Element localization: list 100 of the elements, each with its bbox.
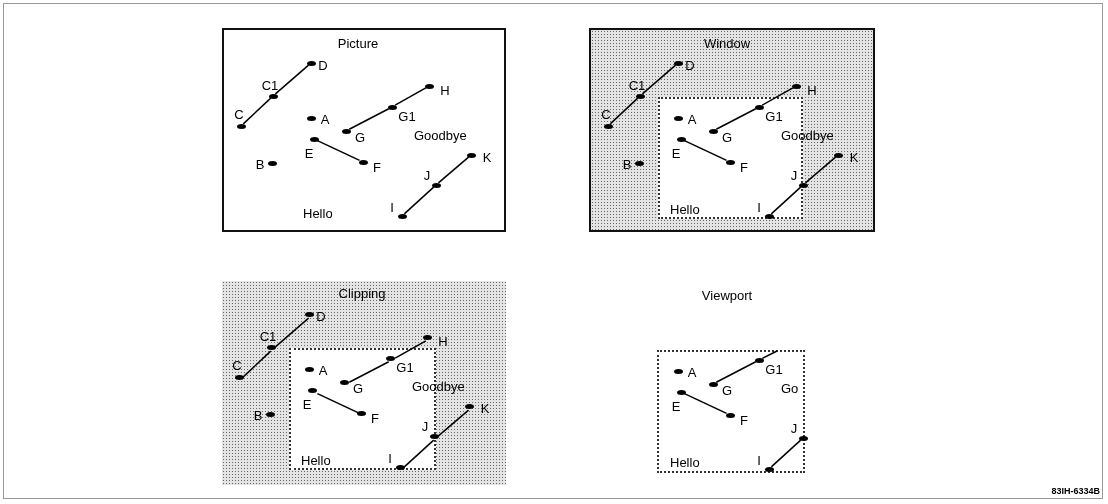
line-segment: [770, 186, 802, 215]
word-label: Hello: [303, 206, 333, 220]
point-label: A: [687, 365, 697, 379]
point-dot: [356, 410, 366, 416]
point-label: G1: [765, 109, 783, 123]
point-label: D: [318, 58, 328, 72]
panel-title: Picture: [337, 36, 379, 50]
point-dot: [395, 464, 405, 470]
point-label: F: [371, 411, 379, 425]
line-segment: [761, 350, 778, 360]
point-label: H: [440, 83, 450, 97]
panel-title: Viewport: [701, 288, 753, 302]
point-dot: [833, 152, 843, 158]
point-label: C1: [261, 78, 279, 92]
point-dot: [725, 159, 735, 165]
line-segment: [683, 139, 728, 162]
point-label: D: [685, 58, 695, 72]
line-segment: [770, 439, 802, 468]
line-segment: [394, 87, 427, 106]
point-label: K: [482, 150, 492, 164]
point-label: G: [721, 130, 733, 144]
point-dot: [764, 213, 774, 219]
point-dot: [265, 411, 275, 417]
point-dot: [309, 136, 319, 142]
point-label: G: [352, 381, 364, 395]
line-segment: [437, 156, 470, 184]
word-label: Go: [781, 381, 799, 395]
point-dot: [339, 379, 349, 385]
point-label: G1: [396, 360, 414, 374]
word-label: Goodbye: [414, 128, 467, 142]
point-dot: [791, 83, 801, 89]
line-segment: [683, 392, 728, 415]
point-label: G: [354, 130, 366, 144]
point-dot: [634, 160, 644, 166]
point-label: D: [316, 309, 326, 323]
point-dot: [397, 213, 407, 219]
point-label: A: [320, 112, 330, 126]
line-segment: [274, 317, 310, 348]
point-dot: [341, 128, 351, 134]
point-dot: [708, 381, 718, 387]
line-segment: [403, 439, 435, 468]
point-dot: [306, 115, 316, 121]
point-dot: [268, 93, 278, 99]
window-panel: [589, 28, 875, 232]
word-label: Goodbye: [412, 379, 465, 393]
point-dot: [385, 355, 395, 361]
point-label: I: [388, 451, 392, 465]
point-label: H: [438, 334, 448, 348]
word-label: Hello: [670, 202, 700, 216]
point-dot: [754, 357, 764, 363]
point-label: C1: [628, 78, 646, 92]
point-label: H: [807, 83, 817, 97]
point-label: I: [757, 453, 761, 467]
point-label: G: [721, 383, 733, 397]
point-dot: [466, 152, 476, 158]
clipping-panel: [222, 281, 506, 485]
point-label: E: [671, 146, 681, 160]
line-segment: [242, 97, 272, 125]
line-segment: [316, 139, 361, 162]
line-segment: [403, 186, 435, 215]
picture-panel: [222, 28, 506, 232]
line-segment: [761, 87, 794, 106]
point-label: F: [740, 413, 748, 427]
point-dot: [236, 123, 246, 129]
point-dot: [358, 159, 368, 165]
word-label: Hello: [670, 455, 700, 469]
panel-title: Clipping: [338, 286, 386, 300]
point-dot: [266, 344, 276, 350]
point-dot: [307, 387, 317, 393]
point-dot: [387, 104, 397, 110]
line-segment: [274, 64, 310, 95]
word-label: Hello: [301, 453, 331, 467]
point-label: A: [687, 112, 697, 126]
line-segment: [715, 107, 757, 131]
point-dot: [306, 60, 316, 66]
point-dot: [754, 104, 764, 110]
point-label: J: [421, 419, 429, 433]
point-dot: [424, 83, 434, 89]
point-label: I: [390, 200, 394, 214]
point-label: K: [849, 150, 859, 164]
point-dot: [635, 93, 645, 99]
point-label: K: [480, 401, 490, 415]
point-label: J: [423, 168, 431, 182]
point-label: I: [757, 200, 761, 214]
point-dot: [708, 128, 718, 134]
point-label: E: [671, 399, 681, 413]
point-dot: [603, 123, 613, 129]
line-segment: [348, 360, 390, 384]
line-segment: [715, 360, 757, 384]
point-label: C: [232, 358, 242, 372]
point-dot: [676, 136, 686, 142]
point-dot: [798, 182, 808, 188]
point-dot: [464, 403, 474, 409]
point-label: J: [790, 168, 798, 182]
point-dot: [304, 311, 314, 317]
line-segment: [348, 107, 390, 131]
point-dot: [673, 368, 683, 374]
point-dot: [798, 435, 808, 441]
point-label: F: [740, 160, 748, 174]
point-label: B: [622, 157, 632, 171]
